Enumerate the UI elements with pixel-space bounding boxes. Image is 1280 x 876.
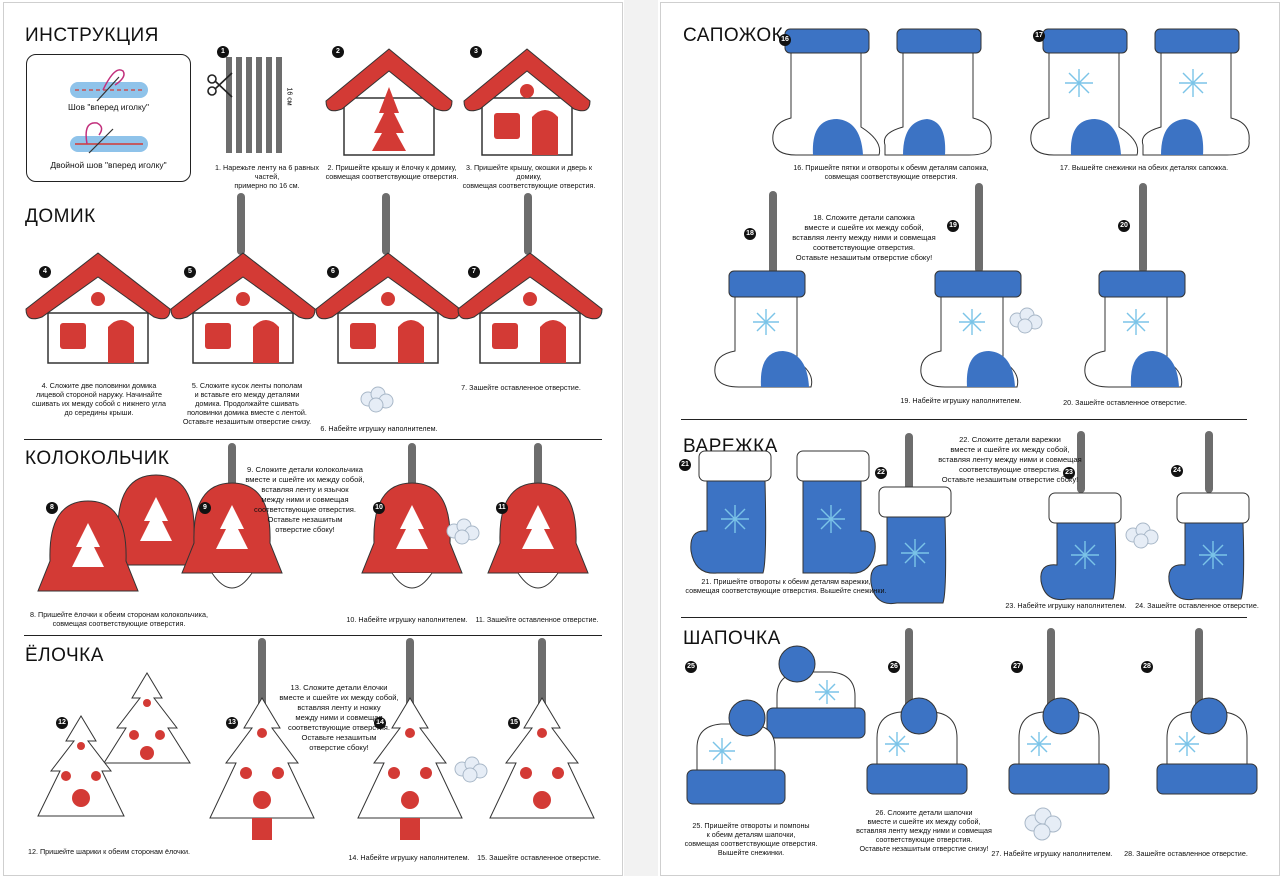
step-number: 19 [947, 220, 959, 232]
caption-step20: 20. Зашейте оставленное отверстие. [1063, 398, 1187, 407]
step-number: 20 [1118, 220, 1130, 232]
left-page: ИНСТРУКЦИЯ Шов "вперед иголку" Двойной ш… [3, 2, 623, 876]
stuffing-icon [1009, 307, 1043, 334]
stitch-legend-box: Шов "вперед иголку" Двойной шов "вперед … [26, 54, 191, 182]
caption-step3: 3. Пришейте крышу, окошки и дверь к доми… [462, 163, 596, 190]
caption-step6: 6. Набейте игрушку наполнителем. [320, 424, 438, 433]
caption-step9: 9. Сложите детали колокольчика вместе и … [245, 465, 365, 534]
step-number: 23 [1063, 467, 1075, 479]
stitch-label-running: Шов "вперед иголку" [67, 102, 150, 112]
caption-step12: 12. Пришейте шарики к обеим сторонам ёло… [28, 847, 190, 856]
stuffing-icon [454, 756, 488, 783]
right-page: САПОЖОК 16 17 16. Пришейте пятки и отвор… [660, 2, 1280, 876]
step-number: 10 [373, 502, 385, 514]
caption-step10: 10. Набейте игрушку наполнителем. [346, 615, 468, 624]
bell-row [37, 443, 589, 592]
stuffing-icon [1125, 522, 1159, 549]
step-number: 21 [679, 459, 691, 471]
caption-step21: 21. Пришейте отвороты к обеим деталям ва… [685, 577, 887, 595]
caption-step17: 17. Вышейте снежинки на обеих деталях са… [1059, 163, 1229, 172]
step-number: 28 [1141, 661, 1153, 673]
boot-assembly-row [714, 183, 1186, 388]
page-gutter [624, 0, 658, 876]
caption-step22: 22. Сложите детали варежки вместе и сшей… [938, 435, 1082, 484]
section-title-boot: САПОЖОК [683, 25, 784, 46]
step-number: 18 [744, 228, 756, 240]
caption-step19: 19. Набейте игрушку наполнителем. [900, 396, 1022, 405]
section-title-house: ДОМИК [25, 206, 96, 227]
step-number: 13 [226, 717, 238, 729]
step-number: 5 [184, 266, 196, 278]
caption-step5: 5. Сложите кусок ленты пополам и вставьт… [182, 381, 312, 426]
step-number: 12 [56, 717, 68, 729]
stuffing-icon [360, 386, 394, 413]
caption-step11: 11. Зашейте оставленное отверстие. [475, 615, 599, 624]
caption-step25: 25. Пришейте отвороты и помпоны к обеим … [684, 821, 818, 857]
stuffing-icon [1024, 807, 1062, 841]
section-divider [681, 419, 1247, 420]
caption-step23: 23. Набейте игрушку наполнителем. [1005, 601, 1127, 610]
step-number: 25 [685, 661, 697, 673]
caption-step24: 24. Зашейте оставленное отверстие. [1135, 601, 1259, 610]
caption-step18: 18. Сложите детали сапожка вместе и сшей… [792, 213, 936, 262]
caption-step16: 16. Пришейте пятки и отвороты к обеим де… [793, 163, 989, 181]
step-number: 2 [332, 46, 344, 58]
hat-row [686, 628, 1258, 805]
section-divider [24, 439, 602, 440]
stitch-label-double: Двойной шов "вперед иголку" [50, 160, 167, 170]
caption-step7: 7. Зашейте оставленное отверстие. [461, 383, 581, 392]
step-number: 11 [496, 502, 508, 514]
section-title-bell: КОЛОКОЛЬЧИК [25, 448, 170, 469]
step-number: 16 [779, 34, 791, 46]
caption-step4: 4. Сложите две половинки домика лицевой … [32, 381, 166, 417]
step-number: 17 [1033, 30, 1045, 42]
step-number: 14 [374, 717, 386, 729]
section-divider [681, 617, 1247, 618]
house-step3 [463, 48, 591, 156]
caption-step26: 26. Сложите детали шапочки вместе и сшей… [856, 808, 992, 853]
stuffing-icon [446, 518, 480, 545]
caption-step2: 2. Пришейте крышу и ёлочку к домику, сов… [325, 163, 459, 181]
caption-step15: 15. Зашейте оставленное отверстие. [477, 853, 601, 862]
step-number: 24 [1171, 465, 1183, 477]
step-number: 9 [199, 502, 211, 514]
tree-pair [37, 672, 191, 817]
section-title-hat: ШАПОЧКА [683, 628, 781, 649]
step-number: 6 [327, 266, 339, 278]
caption-step27: 27. Набейте игрушку наполнителем. [991, 849, 1113, 858]
boot-parts-row [772, 28, 1250, 156]
step-number: 22 [875, 467, 887, 479]
caption-step8: 8. Пришейте ёлочки к обеим сторонам коло… [30, 610, 208, 628]
section-divider [24, 635, 602, 636]
step-number: 4 [39, 266, 51, 278]
house-step2 [325, 48, 453, 156]
step-number: 27 [1011, 661, 1023, 673]
house-assembly-row [25, 193, 603, 364]
section-title-instruction: ИНСТРУКЦИЯ [25, 25, 159, 46]
caption-step28: 28. Зашейте оставленное отверстие. [1124, 849, 1248, 858]
section-title-tree: ЁЛОЧКА [25, 645, 104, 666]
caption-step13: 13. Сложите детали ёлочки вместе и сшейт… [279, 683, 399, 752]
step-number: 3 [470, 46, 482, 58]
stitch-illustration [70, 69, 148, 154]
step-number: 15 [508, 717, 520, 729]
step-number: 1 [217, 46, 229, 58]
step-number: 7 [468, 266, 480, 278]
step-number: 8 [46, 502, 58, 514]
step-number: 26 [888, 661, 900, 673]
ruler-label: 16 см [285, 87, 293, 106]
mitten-row [690, 431, 1250, 605]
caption-step1: 1. Нарежьте ленту на 6 равных частей, пр… [215, 163, 319, 190]
tree-row [37, 638, 595, 840]
ribbons-illustration [207, 57, 282, 153]
caption-step14: 14. Набейте игрушку наполнителем. [348, 853, 470, 862]
house-4 [25, 252, 171, 364]
